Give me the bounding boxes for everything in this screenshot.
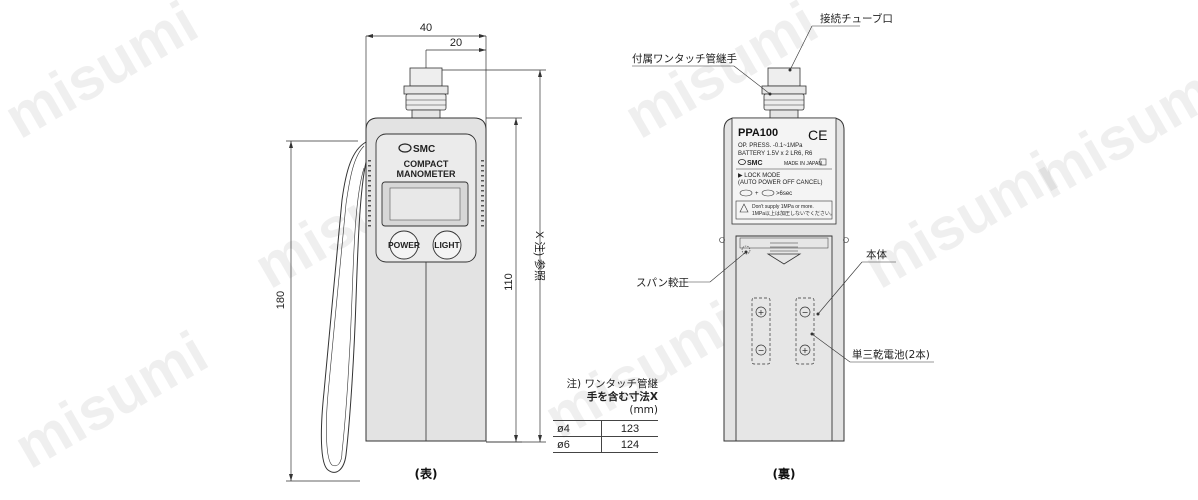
ce-mark: CE <box>808 127 827 143</box>
table-cell-size: ø6 <box>553 436 602 453</box>
dim-x-label: X 注) 参照 <box>533 231 547 281</box>
dimension-note-table: 注) ワンタッチ管継 手を含む寸法X (mm) ø4 123 ø6 124 <box>553 378 658 453</box>
note-unit: (mm) <box>629 404 658 416</box>
light-button[interactable] <box>432 230 462 260</box>
front-caption: (表) <box>415 466 438 481</box>
back-logo-text: SMC <box>747 160 763 167</box>
dim-center-label: 20 <box>450 37 462 49</box>
battery-cover <box>735 235 833 442</box>
dimension-table: ø4 123 ø6 124 <box>553 420 658 453</box>
light-button-label: LIGHT <box>434 240 460 250</box>
warning-line1: Don't supply 1MPa or more. <box>752 204 814 210</box>
note-line2: 手を含む寸法X <box>586 391 658 403</box>
callout-battery: 単三乾電池(2本) <box>852 348 930 361</box>
slide-arrow-icon <box>766 253 802 265</box>
lock-line3: >6sec <box>776 191 792 197</box>
dim-body-label: 110 <box>503 273 515 291</box>
lock-line2: (AUTO POWER OFF CANCEL) <box>738 180 823 186</box>
battery-slot-left <box>751 297 771 365</box>
smc-logo-icon <box>398 143 412 153</box>
front-title-line1: COMPACT <box>404 159 449 169</box>
watermark: misumi <box>1023 48 1198 211</box>
recycle-icon <box>819 158 827 166</box>
back-view: PPA100 CE OP. PRESS. -0.1~1MPa BATTERY 1… <box>632 12 934 481</box>
callout-tube-port: 接続チューブ口 <box>820 12 893 25</box>
spec-line2: BATTERY 1.5V x 2 LR6, R6 <box>738 151 813 157</box>
span-calibration-hole <box>741 245 751 255</box>
warning-line2: 1MPa以上は加圧しないでください。 <box>752 210 835 217</box>
note-line1: 注) ワンタッチ管継 <box>566 378 658 390</box>
watermark: misumi <box>3 318 218 481</box>
table-row: ø4 123 <box>553 420 658 437</box>
callout-body: 本体 <box>866 248 887 261</box>
plus-icon <box>755 306 767 318</box>
svg-text:+: + <box>802 346 809 355</box>
back-caption: (裏) <box>773 466 796 481</box>
plus-icon <box>799 344 811 356</box>
svg-text:+: + <box>755 191 759 197</box>
made-in-text: MADE IN JAPAN <box>784 161 822 167</box>
watermark: misumi <box>0 0 208 151</box>
warning-icon <box>739 203 749 213</box>
dim-width-label: 40 <box>420 22 432 34</box>
smc-logo-icon <box>738 159 746 165</box>
svg-text:+: + <box>758 308 765 317</box>
power-key-icon <box>739 189 753 197</box>
spec-label <box>731 117 837 225</box>
front-logo-text: SMC <box>413 144 435 155</box>
light-key-icon <box>761 189 775 197</box>
spec-line1: OP. PRESS. -0.1~1MPa <box>738 143 803 149</box>
table-cell-value: 124 <box>601 436 658 453</box>
front-title-line2: MANOMETER <box>397 169 456 179</box>
front-view: 40 20 180 110 X 注) 参照 <box>275 22 547 482</box>
model-text: PPA100 <box>738 127 778 139</box>
table-cell-value: 123 <box>601 420 658 437</box>
minus-icon <box>755 344 767 356</box>
callout-span-calibration: スパン較正 <box>636 276 689 289</box>
callout-fitting: 付属ワンタッチ管継手 <box>632 52 737 65</box>
table-cell-size: ø4 <box>553 420 602 437</box>
svg-text:−: − <box>758 346 765 355</box>
power-button[interactable] <box>389 230 419 260</box>
minus-icon <box>799 306 811 318</box>
svg-text:−: − <box>802 308 809 317</box>
battery-slot-right <box>795 297 815 365</box>
dim-height-label: 180 <box>275 291 287 309</box>
power-button-label: POWER <box>388 240 420 250</box>
table-row: ø6 124 <box>553 436 658 453</box>
lock-line1: ▶ LOCK MODE <box>738 173 780 179</box>
